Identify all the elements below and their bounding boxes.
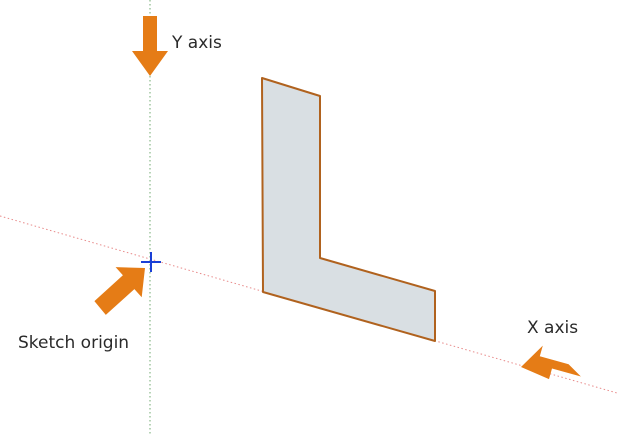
origin-marker-plus-icon[interactable] (141, 252, 161, 272)
l-shape-profile[interactable] (261, 77, 436, 342)
origin-arrow-icon (94, 267, 145, 315)
y-axis-label: Y axis (172, 33, 222, 53)
sketch-origin-label: Sketch origin (18, 333, 130, 353)
x-axis-label: X axis (527, 318, 579, 338)
y-axis-arrow-icon (132, 16, 168, 76)
x-axis-arrow-icon (521, 345, 581, 380)
